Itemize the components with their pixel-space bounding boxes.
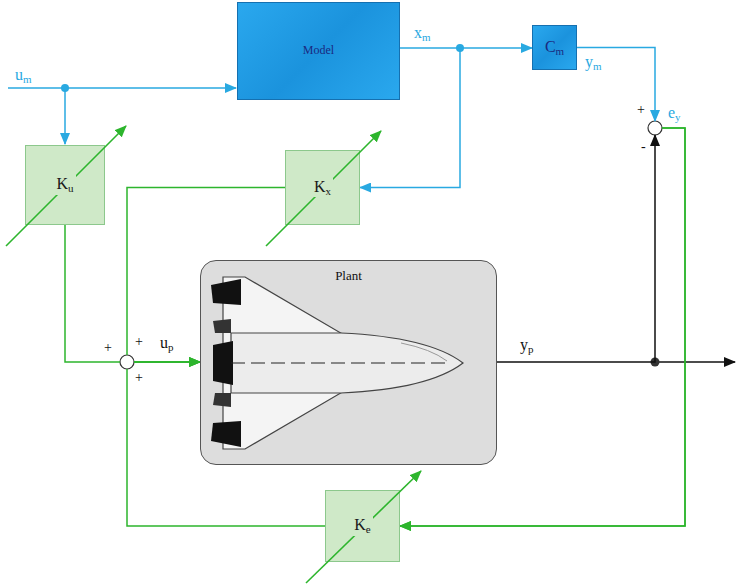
adaptive-gain-block: Ku: [25, 145, 105, 225]
block-label: Model: [303, 44, 334, 57]
block-label: Plant: [335, 269, 362, 283]
sign-label: +: [637, 102, 645, 117]
block-label: Ke: [352, 516, 372, 535]
signal-connector: [400, 48, 532, 49]
signal-label: um: [15, 66, 32, 85]
sign-label: +: [135, 370, 143, 385]
spaceplane-illustration: [201, 261, 498, 466]
plant-block: Plant: [200, 260, 497, 465]
signal-label: yp: [520, 336, 534, 355]
sign-label: +: [104, 340, 112, 355]
output-matrix-block: Cm: [532, 25, 577, 70]
signal-label: ey: [668, 104, 681, 123]
block-label: Cm: [545, 38, 564, 57]
output-line: [655, 361, 735, 363]
model-block: Model: [237, 2, 400, 100]
sign-label: -: [641, 139, 646, 154]
signal-connector: [65, 225, 200, 362]
signal-label: ym: [585, 53, 602, 72]
summing-junction: [648, 121, 662, 135]
input-line: [8, 87, 236, 89]
input-branch: [64, 88, 66, 144]
signal-label: xm: [414, 24, 431, 43]
summing-junction: [120, 355, 134, 369]
block-label: Kx: [312, 178, 333, 197]
adaptive-gain-block: Kx: [285, 150, 360, 225]
block-label: Ku: [54, 175, 75, 194]
sign-label: +: [135, 334, 143, 349]
adaptive-gain-block: Ke: [325, 490, 400, 562]
signal-label: up: [160, 334, 174, 353]
branch-dot: [61, 84, 69, 92]
